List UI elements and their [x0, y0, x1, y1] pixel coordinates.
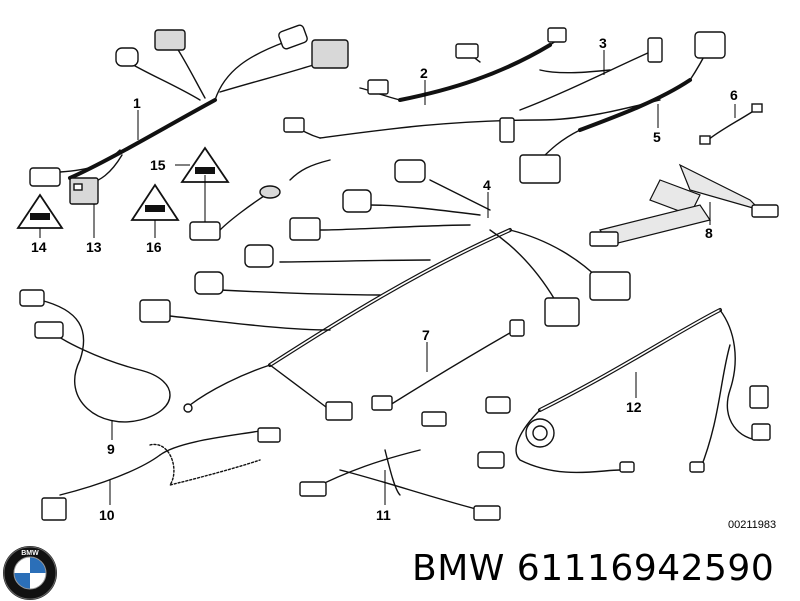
callout-12: 12 — [626, 399, 642, 415]
callout-8: 8 — [705, 225, 713, 241]
callout-10: 10 — [99, 507, 115, 523]
brand-part-number: BMW 61116942590 — [412, 548, 775, 589]
callout-15: 15 — [150, 157, 166, 173]
harness-part-12 — [477, 308, 771, 474]
callout-6: 6 — [730, 87, 738, 103]
callout-7: 7 — [422, 327, 430, 343]
callout-13: 13 — [86, 239, 102, 255]
callout-14: 14 — [31, 239, 47, 255]
callout-9: 9 — [107, 441, 115, 457]
callout-11: 11 — [376, 507, 391, 523]
ribbon-cable-8 — [589, 163, 779, 247]
reference-code: 00211983 — [728, 519, 776, 531]
leader-lines — [39, 50, 736, 505]
harness-part-4 — [139, 159, 631, 421]
harness-part-10 — [41, 427, 281, 521]
bmw-logo: BMW — [3, 546, 57, 600]
harness-part-7 — [371, 319, 525, 411]
callout-numbers: 1 2 3 4 5 6 7 8 9 10 11 12 13 14 15 16 — [31, 35, 738, 523]
harness-part-9 — [19, 289, 171, 423]
callout-2: 2 — [420, 65, 428, 81]
callout-5: 5 — [653, 129, 661, 145]
callout-4: 4 — [483, 177, 491, 193]
harness-part-11 — [299, 411, 501, 521]
callout-3: 3 — [599, 35, 607, 51]
warning-label-16 — [130, 183, 180, 221]
harness-part-5 — [519, 31, 726, 184]
harness-part-1 — [29, 24, 349, 187]
callout-1: 1 — [133, 95, 141, 111]
bmw-logo-letters: BMW — [21, 550, 39, 557]
callout-16: 16 — [146, 239, 162, 255]
harness-part-6 — [699, 103, 763, 145]
warning-label-14 — [16, 193, 64, 229]
harness-part-2 — [189, 27, 661, 241]
connector-box-13 — [69, 177, 99, 205]
harness-part-3 — [499, 37, 663, 143]
